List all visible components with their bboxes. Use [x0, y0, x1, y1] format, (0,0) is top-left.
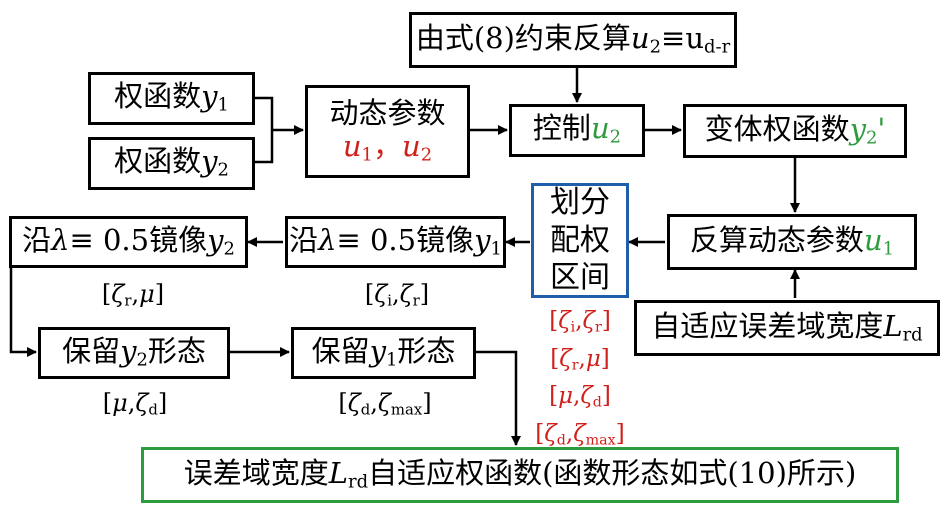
- weight-function-1-box: 权函数y1: [88, 72, 255, 125]
- mirror-y2-box: 沿λ≡ 0.5镜像y2: [9, 216, 248, 268]
- partition-line-3: 区间: [550, 260, 610, 296]
- interval-mirror-y2: [ζr,μ]: [101, 280, 165, 310]
- weight-function-1-label: 权函数y1: [114, 79, 229, 116]
- red-interval-4: [ζd,ζmax]: [535, 420, 625, 449]
- partition-line-1: 划分: [550, 185, 610, 221]
- wire-weight1-merge: [255, 96, 274, 130]
- mirror-y1-label: 沿λ≡ 0.5镜像y1: [289, 222, 502, 260]
- weight-function-2-label: 权函数y2: [114, 144, 229, 181]
- constraint-inverse-label: 由式(8)约束反算u2≡ud-r: [415, 20, 731, 58]
- inverse-dynamic-params-box: 反算动态参数u1: [667, 214, 917, 270]
- adaptive-width-box: 自适应误差域宽度Lrd: [634, 300, 940, 356]
- result-box: 误差域宽度Lrd自适应权函数(函数形态如式(10)所示): [141, 447, 899, 503]
- red-interval-3: [μ,ζd]: [549, 383, 611, 411]
- mirror-y1-box: 沿λ≡ 0.5镜像y1: [285, 216, 506, 268]
- constraint-inverse-box: 由式(8)约束反算u2≡ud-r: [409, 12, 737, 68]
- partition-interval-box: 划分 配权 区间: [531, 183, 629, 298]
- interval-keep-y1: [ζd,ζmax]: [338, 389, 432, 419]
- arrow-mirror2-to-keep2: [9, 268, 37, 357]
- arrow-keep1-to-result: [476, 350, 521, 446]
- partition-line-2: 配权: [550, 222, 610, 258]
- dynamic-params-vars: u1，u2: [342, 129, 433, 166]
- adaptive-width-label: 自适应误差域宽度Lrd: [651, 308, 923, 346]
- keep-y2-label: 保留y2形态: [62, 333, 206, 371]
- result-label: 误差域宽度Lrd自适应权函数(函数形态如式(10)所示): [183, 455, 857, 493]
- control-box: 控制u2: [509, 104, 645, 157]
- keep-y1-label: 保留y1形态: [311, 333, 456, 371]
- inverse-dynamic-params-label: 反算动态参数u1: [689, 222, 895, 260]
- variant-weight-label: 变体权函数y2': [704, 111, 886, 149]
- variant-weight-box: 变体权函数y2': [683, 104, 907, 158]
- interval-keep-y2: [μ,ζd]: [102, 389, 168, 419]
- keep-y1-box: 保留y1形态: [291, 327, 476, 379]
- control-label: 控制u2: [532, 111, 622, 148]
- red-interval-1: [ζi,ζr]: [549, 308, 611, 336]
- red-interval-2: [ζr,μ]: [550, 345, 610, 374]
- keep-y2-box: 保留y2形态: [38, 327, 230, 379]
- partition-interval-list: [ζi,ζr] [ζr,μ] [μ,ζd] [ζd,ζmax]: [530, 306, 630, 456]
- mirror-y2-label: 沿λ≡ 0.5镜像y2: [22, 222, 235, 260]
- interval-mirror-y1: [ζi,ζr]: [364, 280, 430, 310]
- weight-function-2-box: 权函数y2: [88, 137, 255, 190]
- dynamic-params-title: 动态参数: [329, 95, 446, 130]
- dynamic-params-box: 动态参数 u1，u2: [305, 85, 470, 178]
- wire-weight2-merge: [255, 130, 274, 164]
